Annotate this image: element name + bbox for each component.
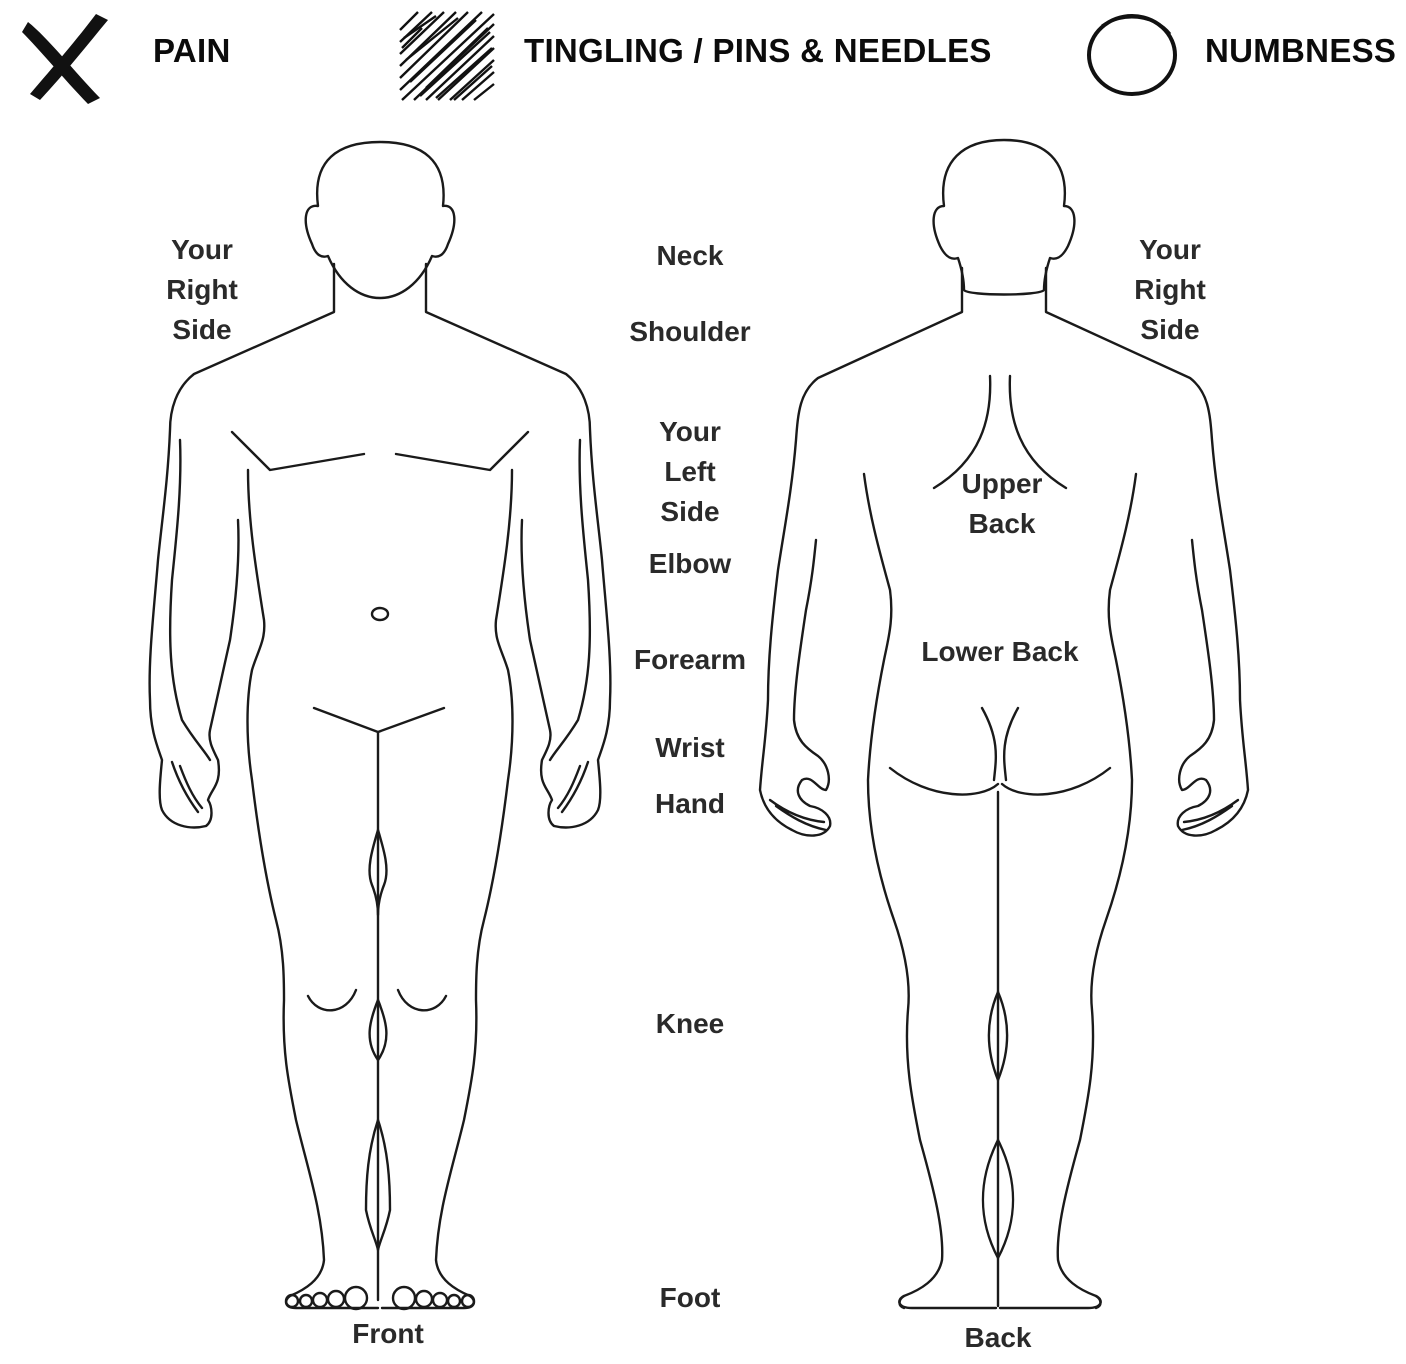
lower-back-label: Lower Back (921, 636, 1079, 667)
front-side-line-3: Side (172, 314, 232, 345)
back-side-line-1: Your (1139, 234, 1201, 265)
circle-icon (1087, 14, 1177, 96)
foot-label: Foot (659, 1282, 721, 1313)
front-right-side-label: Your Right Side (150, 230, 254, 350)
upper-back-label: Upper Back (930, 464, 1074, 544)
left-side-line-1: Your (659, 416, 721, 447)
front-toes (284, 1285, 476, 1311)
knee-label: Knee (655, 1008, 725, 1039)
back-figure (758, 138, 1250, 1310)
front-body-outline (148, 262, 336, 829)
shoulder-label: Shoulder (629, 316, 751, 347)
back-caption: Back (964, 1322, 1032, 1353)
neck-label: Neck (656, 240, 724, 271)
left-side-line-2: Left (664, 456, 716, 487)
front-side-line-2: Right (166, 274, 238, 305)
hand-label: Hand (655, 788, 725, 819)
front-head (304, 140, 456, 300)
left-side-label: Your Left Side (590, 412, 790, 532)
front-caption: Front (352, 1318, 424, 1349)
wrist-label: Wrist (655, 732, 725, 763)
hatch-scribble-icon (399, 11, 495, 101)
back-side-line-2: Right (1134, 274, 1206, 305)
upper-back-line-1: Upper (961, 468, 1043, 499)
legend-tingling-label: TINGLING / PINS & NEEDLES (524, 32, 992, 69)
front-side-line-1: Your (171, 234, 233, 265)
left-side-line-3: Side (660, 496, 720, 527)
x-mark-icon (22, 14, 108, 104)
back-side-line-3: Side (1140, 314, 1200, 345)
back-right-side-label: Your Right Side (1118, 230, 1222, 350)
elbow-label: Elbow (648, 548, 732, 579)
forearm-label: Forearm (633, 644, 747, 675)
upper-back-line-2: Back (968, 508, 1036, 539)
legend-pain-label: PAIN (153, 32, 231, 69)
legend-numbness-label: NUMBNESS (1205, 32, 1397, 69)
back-head (932, 138, 1076, 296)
front-figure (148, 140, 612, 1311)
